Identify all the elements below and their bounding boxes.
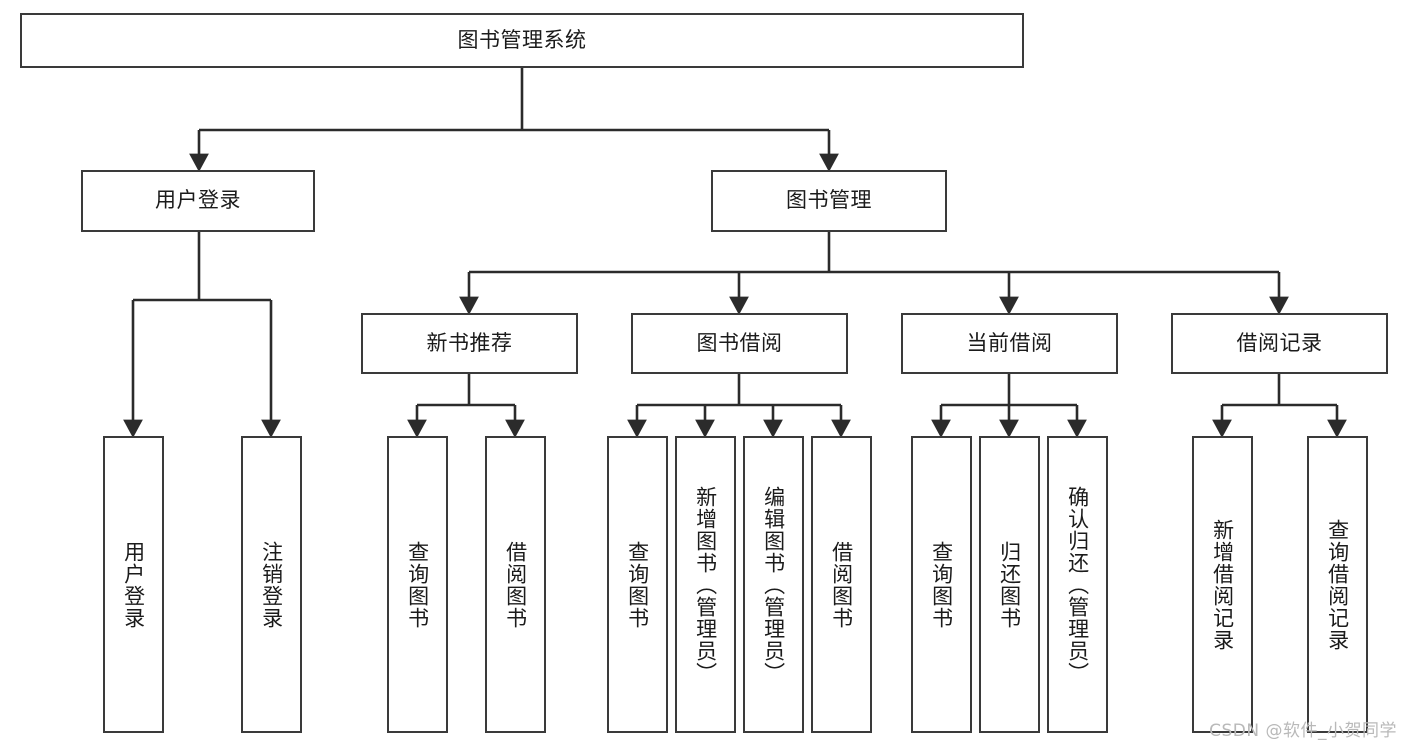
node-leaf-query-record[interactable]: 查询借阅记录: [1307, 436, 1368, 733]
node-leaf-user-login[interactable]: 用户登录: [103, 436, 164, 733]
node-root-system[interactable]: 图书管理系统: [20, 13, 1024, 68]
node-book-manage[interactable]: 图书管理: [711, 170, 947, 232]
node-borrow-record[interactable]: 借阅记录: [1171, 313, 1388, 374]
node-leaf-return-book[interactable]: 归还图书: [979, 436, 1040, 733]
node-label: 归还图书: [997, 540, 1022, 629]
node-label: 注销登录: [259, 540, 284, 629]
node-label: 确认归还（管理员）: [1065, 485, 1090, 684]
node-label: 新增借阅记录: [1210, 518, 1235, 651]
node-label: 新书推荐: [426, 330, 513, 355]
node-leaf-add-record[interactable]: 新增借阅记录: [1192, 436, 1253, 733]
node-label: 图书借阅: [696, 330, 783, 355]
node-leaf-query-book-1[interactable]: 查询图书: [387, 436, 448, 733]
node-leaf-borrow-book-1[interactable]: 借阅图书: [485, 436, 546, 733]
node-label: 借阅图书: [503, 540, 528, 629]
watermark-text: CSDN @软件_小贺同学: [1209, 721, 1397, 741]
node-label: 查询借阅记录: [1325, 518, 1350, 651]
node-label: 查询图书: [405, 540, 430, 629]
node-label: 查询图书: [929, 540, 954, 629]
node-new-book-recommend[interactable]: 新书推荐: [361, 313, 578, 374]
node-leaf-query-book-2[interactable]: 查询图书: [607, 436, 668, 733]
node-label: 图书管理: [786, 188, 872, 213]
node-label: 用户登录: [155, 188, 241, 213]
node-label: 借阅图书: [829, 540, 854, 629]
node-current-borrow[interactable]: 当前借阅: [901, 313, 1118, 374]
node-label: 借阅记录: [1236, 330, 1323, 355]
node-leaf-borrow-book-2[interactable]: 借阅图书: [811, 436, 872, 733]
node-label: 编辑图书（管理员）: [761, 485, 786, 684]
node-leaf-query-book-3[interactable]: 查询图书: [911, 436, 972, 733]
node-leaf-confirm-return[interactable]: 确认归还（管理员）: [1047, 436, 1108, 733]
node-user-login[interactable]: 用户登录: [81, 170, 315, 232]
node-label: 图书管理系统: [457, 27, 587, 52]
node-label: 当前借阅: [966, 330, 1053, 355]
node-leaf-logout-login[interactable]: 注销登录: [241, 436, 302, 733]
node-label: 新增图书（管理员）: [693, 485, 718, 684]
node-leaf-add-book[interactable]: 新增图书（管理员）: [675, 436, 736, 733]
node-leaf-edit-book[interactable]: 编辑图书（管理员）: [743, 436, 804, 733]
node-label: 查询图书: [625, 540, 650, 629]
node-label: 用户登录: [121, 540, 146, 629]
node-book-borrow[interactable]: 图书借阅: [631, 313, 848, 374]
